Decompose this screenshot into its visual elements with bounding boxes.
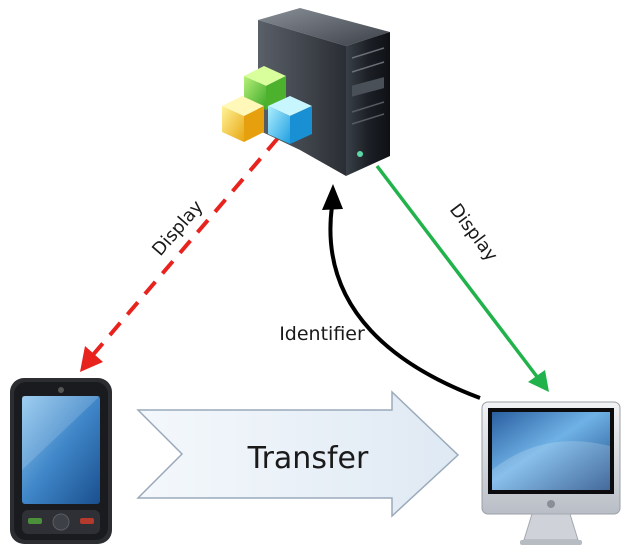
identifier-arrow-head [322, 184, 343, 210]
desktop-computer-icon [481, 401, 621, 545]
display-label-desktop: Display [445, 200, 502, 266]
yellow-cube [222, 96, 264, 142]
display-arrow-desktop-head [528, 370, 549, 392]
display-arrow-desktop [375, 164, 540, 380]
transfer-arrow [136, 390, 460, 518]
display-arrow-phone-head [80, 346, 103, 372]
colored-cubes-icon [222, 66, 312, 144]
smartphone-icon [10, 378, 112, 544]
identifier-label: Identifier [279, 323, 365, 345]
transfer-label: Transfer [247, 441, 369, 476]
identifier-arrow [328, 205, 481, 400]
display-arrow-phone [90, 136, 280, 358]
blue-cube [268, 96, 312, 144]
